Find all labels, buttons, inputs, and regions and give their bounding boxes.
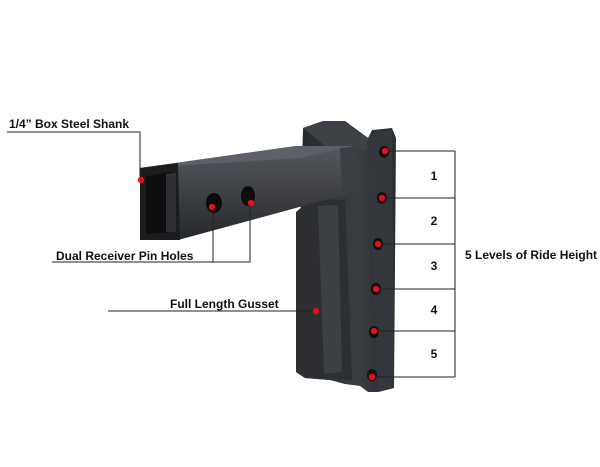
level-marker-2 — [378, 194, 386, 202]
level-marker-3 — [374, 240, 382, 248]
level-marker-5 — [370, 327, 378, 335]
pin-holes-label: Dual Receiver Pin Holes — [56, 249, 194, 263]
leader-lines — [7, 131, 456, 378]
level-marker-1 — [381, 147, 389, 155]
level-number-2: 2 — [430, 214, 438, 228]
gusset-marker — [312, 307, 320, 315]
level-number-3: 3 — [430, 259, 438, 273]
level-number-1: 1 — [430, 169, 438, 183]
pin-hole-front — [206, 193, 222, 213]
pin-hole-marker-rear — [247, 199, 255, 207]
level-number-5: 5 — [430, 347, 438, 361]
ride-height-label: 5 Levels of Ride Height — [465, 248, 598, 262]
level-marker-6 — [368, 373, 376, 381]
gusset — [296, 200, 352, 380]
shank-marker — [137, 176, 145, 184]
pin-holes-leader-rear — [52, 203, 251, 263]
gusset-label: Full Length Gusset — [170, 297, 279, 311]
level-marker-4 — [372, 285, 380, 293]
shank-label: 1/4” Box Steel Shank — [9, 117, 130, 131]
shank-leader — [7, 131, 141, 180]
pin-hole-marker-front — [208, 203, 216, 211]
level-number-4: 4 — [430, 303, 438, 317]
callout-markers — [137, 147, 389, 381]
